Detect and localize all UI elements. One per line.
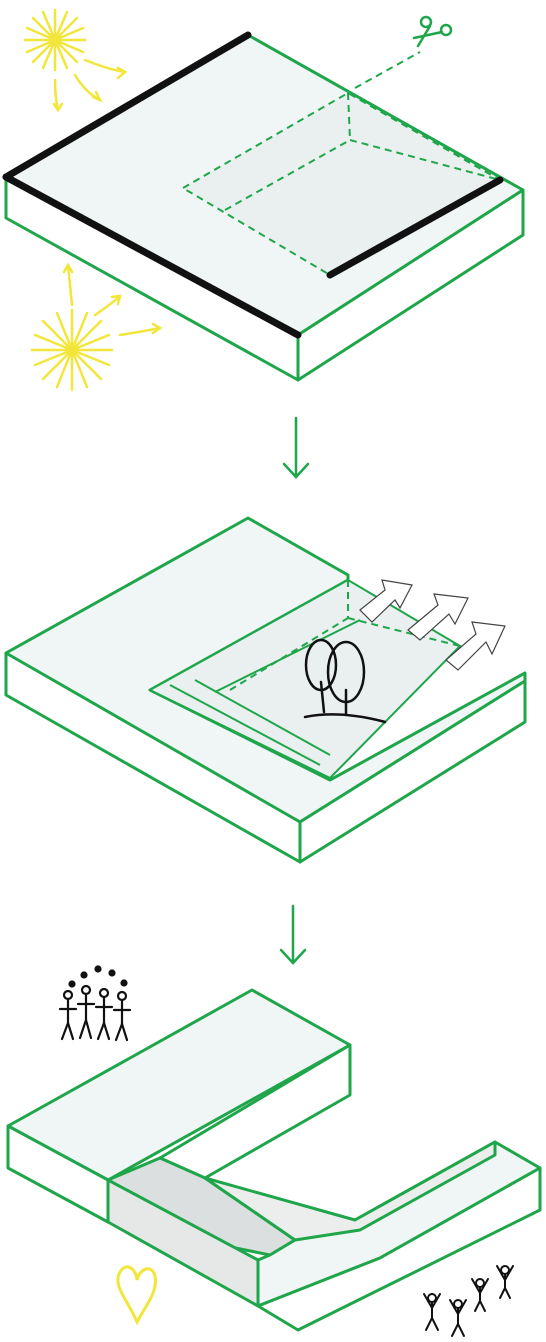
scissors-icon: [412, 15, 453, 48]
people-group-icon: [58, 965, 132, 1042]
dashed-edges: [229, 580, 461, 691]
step-2-block: [4, 516, 527, 864]
sun-icon: [30, 262, 163, 392]
block-3-front-right: [256, 1166, 542, 1332]
step-1-block: [2, 8, 525, 392]
children-icon: [423, 1265, 514, 1337]
sun-icon: [23, 8, 128, 113]
step-3-block: [6, 965, 542, 1337]
arrow-down-icon: [282, 416, 310, 479]
arrow-down-icon: [279, 904, 307, 965]
dashed-edges: [107, 1180, 259, 1306]
heart-icon: [116, 1265, 157, 1326]
tree-icon: [303, 638, 387, 724]
block-3-inner-step: [203, 1140, 497, 1242]
upward-arrows-icon: [359, 579, 506, 671]
block-2-front-right: [298, 679, 527, 864]
courtyard-floor: [147, 578, 462, 780]
heavy-edges: [2, 31, 504, 339]
